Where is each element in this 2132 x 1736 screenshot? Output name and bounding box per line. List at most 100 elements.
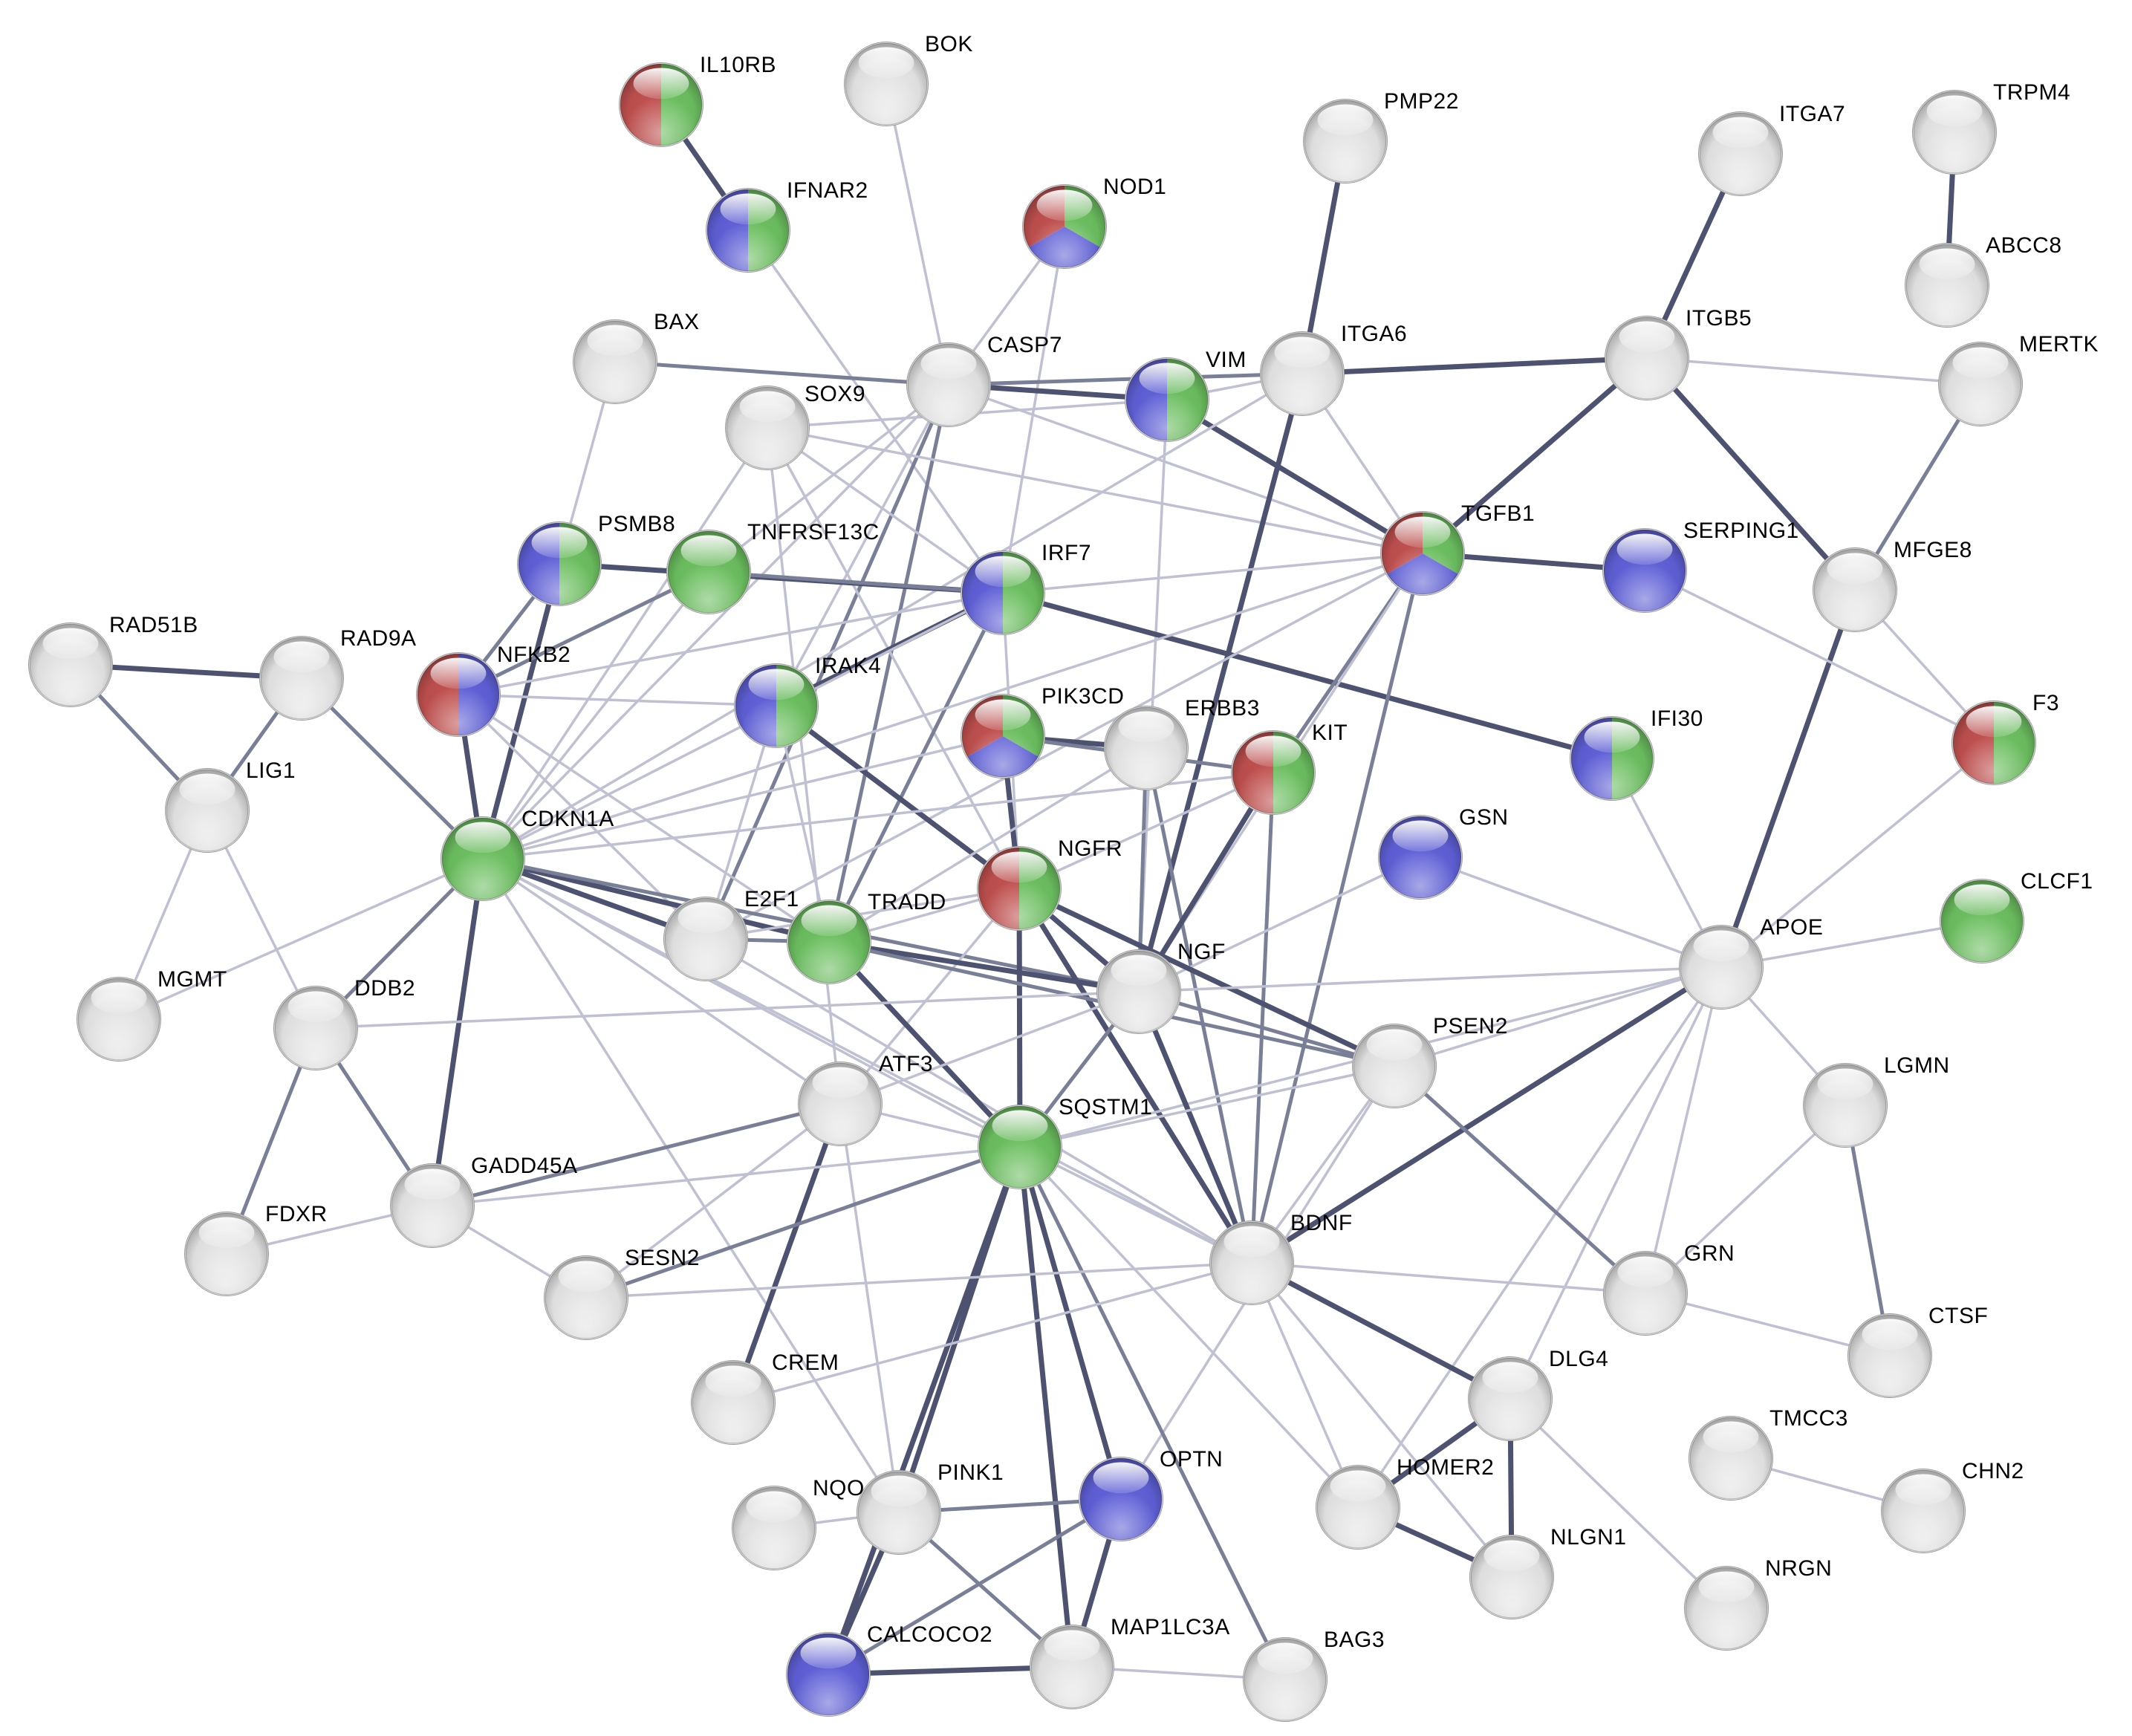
node-label-ctsf: CTSF	[1928, 1304, 1988, 1328]
node-kit[interactable]	[1231, 730, 1316, 815]
node-label-map1lc3a: MAP1LC3A	[1111, 1615, 1230, 1639]
node-itga6[interactable]	[1260, 331, 1345, 416]
node-lig1[interactable]	[165, 768, 250, 853]
node-ddb2[interactable]	[273, 986, 358, 1070]
node-lgmn[interactable]	[1803, 1063, 1888, 1148]
node-tgfb1[interactable]	[1380, 511, 1465, 596]
edge-itgb5-mertk	[1645, 357, 1982, 386]
node-nod1[interactable]	[1022, 184, 1107, 269]
node-optn[interactable]	[1079, 1457, 1163, 1541]
node-apoe[interactable]	[1679, 925, 1764, 1010]
node-tradd[interactable]	[787, 900, 871, 984]
node-dlg4[interactable]	[1468, 1356, 1553, 1441]
node-label-apoe: APOE	[1760, 915, 1823, 940]
node-f3[interactable]	[1951, 700, 2036, 785]
edge-sqstm1-map1lc3a	[1017, 1144, 1075, 1670]
node-vim[interactable]	[1125, 357, 1209, 442]
node-pink1[interactable]	[857, 1470, 941, 1555]
node-e2f1[interactable]	[663, 897, 748, 981]
edge-psen2-grn	[1392, 1064, 1648, 1296]
node-chn2[interactable]	[1881, 1469, 1966, 1553]
node-label-homer2: HOMER2	[1397, 1455, 1494, 1480]
edge-apoe-psen2	[1393, 966, 1723, 1067]
node-nfkb2[interactable]	[416, 652, 501, 737]
node-rad51b[interactable]	[28, 622, 113, 707]
node-sesn2[interactable]	[544, 1255, 628, 1340]
node-label-psen2: PSEN2	[1433, 1014, 1508, 1038]
node-bag3[interactable]	[1243, 1637, 1327, 1722]
node-mgmt[interactable]	[77, 977, 161, 1062]
node-bdnf[interactable]	[1209, 1220, 1294, 1305]
node-casp7[interactable]	[906, 342, 991, 427]
node-label-rad9a: RAD9A	[340, 626, 417, 651]
edge-atf3-pink1	[839, 1102, 900, 1514]
node-label-pink1: PINK1	[937, 1460, 1004, 1485]
node-label-chn2: CHN2	[1962, 1459, 2024, 1483]
edge-itgb5-tgfb1	[1420, 355, 1650, 556]
edge-bdnf-sesn2	[585, 1261, 1253, 1299]
edge-mfge8-apoe	[1718, 587, 1858, 970]
edge-sox9-tgfb1	[766, 426, 1424, 555]
node-serping1[interactable]	[1602, 528, 1687, 613]
node-cdkn1a[interactable]	[441, 816, 525, 901]
node-bok[interactable]	[844, 42, 929, 126]
node-irak4[interactable]	[734, 663, 819, 748]
node-ifnar2[interactable]	[706, 188, 790, 273]
node-grn[interactable]	[1603, 1251, 1688, 1336]
node-rad9a[interactable]	[259, 636, 344, 721]
node-pmp22[interactable]	[1303, 99, 1388, 183]
node-clcf1[interactable]	[1940, 879, 2024, 963]
node-sqstm1[interactable]	[978, 1105, 1062, 1189]
node-map1lc3a[interactable]	[1030, 1625, 1114, 1709]
edge-sox9-cdkn1a	[481, 426, 769, 860]
node-ctsf[interactable]	[1847, 1313, 1932, 1398]
node-label-calcoco2: CALCOCO2	[867, 1622, 992, 1647]
node-atf3[interactable]	[798, 1062, 883, 1146]
edge-apoe-dlg4	[1509, 966, 1723, 1400]
node-label-clcf1: CLCF1	[2021, 869, 2093, 894]
node-fdxr[interactable]	[184, 1212, 269, 1296]
edge-rad9a-cdkn1a	[299, 676, 485, 861]
node-crem[interactable]	[691, 1360, 776, 1445]
edge-tnfrsf13c-irf7	[706, 570, 1005, 595]
node-gsn[interactable]	[1378, 815, 1463, 900]
node-abcc8[interactable]	[1905, 243, 1989, 328]
node-nqo1[interactable]	[732, 1486, 816, 1570]
node-nlgn1[interactable]	[1469, 1535, 1554, 1619]
node-erbb3[interactable]	[1104, 706, 1189, 790]
edge-itgb5-mfge8	[1644, 355, 1858, 593]
edge-sqstm1-optn	[1017, 1144, 1124, 1502]
node-pik3cd[interactable]	[961, 694, 1045, 778]
node-nrgn[interactable]	[1684, 1566, 1769, 1651]
edge-cdkn1a-gadd45a	[429, 856, 486, 1209]
edge-itga6-itgb5	[1299, 355, 1650, 377]
edge-psmb8-cdkn1a	[480, 561, 562, 862]
node-ifi30[interactable]	[1570, 716, 1654, 801]
node-label-nrgn: NRGN	[1765, 1556, 1832, 1581]
node-trpm4[interactable]	[1912, 90, 1997, 175]
node-bax[interactable]	[573, 319, 657, 404]
node-mfge8[interactable]	[1813, 547, 1897, 632]
node-label-optn: OPTN	[1160, 1447, 1223, 1472]
node-tnfrsf13c[interactable]	[666, 530, 751, 614]
node-mertk[interactable]	[1938, 342, 2023, 426]
node-itga7[interactable]	[1698, 111, 1783, 196]
node-label-itga7: ITGA7	[1779, 102, 1845, 126]
edge-lgmn-grn	[1644, 1104, 1847, 1295]
node-calcoco2[interactable]	[786, 1632, 871, 1717]
node-ngf[interactable]	[1096, 949, 1181, 1034]
node-homer2[interactable]	[1316, 1465, 1400, 1550]
node-ngfr[interactable]	[977, 846, 1062, 931]
node-label-mertk: MERTK	[2019, 332, 2099, 357]
node-gadd45a[interactable]	[390, 1163, 475, 1248]
node-psmb8[interactable]	[517, 521, 602, 606]
node-tmcc3[interactable]	[1689, 1416, 1773, 1501]
node-il10rb[interactable]	[619, 62, 703, 147]
node-itgb5[interactable]	[1605, 316, 1689, 400]
node-irf7[interactable]	[961, 550, 1045, 635]
node-psen2[interactable]	[1352, 1024, 1437, 1108]
node-sox9[interactable]	[725, 386, 810, 470]
edge-casp7-e2f1	[703, 383, 951, 941]
